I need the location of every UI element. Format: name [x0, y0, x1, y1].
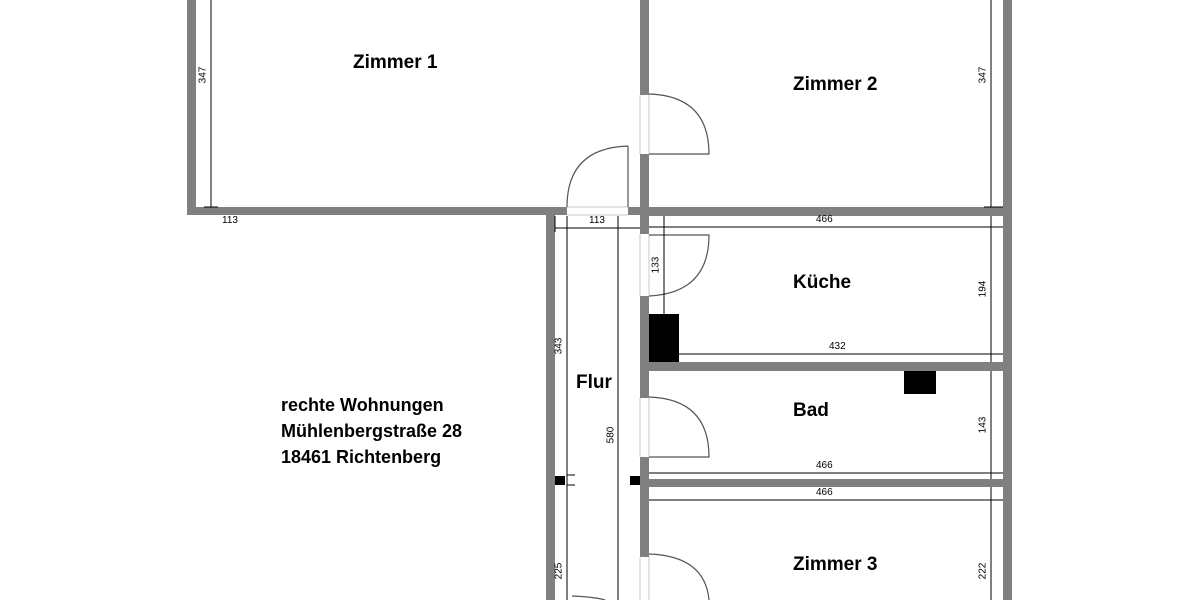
address-line-3: 18461 Richtenberg [281, 447, 442, 467]
flur-marker-left-icon [555, 476, 565, 485]
room-label-zimmer1: Zimmer 1 [353, 52, 438, 73]
door-bad-icon [648, 396, 710, 458]
dim-kueche-width: 466 [816, 214, 833, 225]
door-zimmer3-icon [648, 553, 710, 600]
dim-zimmer3-height: 222 [977, 562, 989, 580]
flur-marker-right-icon [630, 476, 640, 485]
bath-chimney-icon [904, 371, 936, 394]
address-line-1: rechte Wohnungen [281, 395, 444, 415]
dim-flur-length: 580 [605, 426, 617, 444]
dim-zimmer3-width: 466 [816, 487, 833, 498]
dim-flur-lower-height: 225 [553, 562, 565, 580]
door-swings [566, 93, 710, 600]
walls [187, 0, 1012, 600]
door-zimmer1-icon [566, 145, 629, 208]
kitchen-chimney-icon [649, 314, 679, 362]
door-openings [567, 95, 650, 600]
dim-bad-height: 143 [977, 416, 989, 434]
dim-kueche-counter: 432 [829, 341, 846, 352]
room-label-zimmer2: Zimmer 2 [793, 74, 878, 95]
dim-flur-width-113: 113 [222, 215, 238, 226]
room-label-kueche: Küche [793, 272, 852, 293]
room-label-zimmer3: Zimmer 3 [793, 554, 878, 575]
dim-bad-width: 466 [816, 460, 833, 471]
dim-kueche-door-offset: 133 [650, 256, 662, 274]
fixtures [555, 314, 936, 485]
address-line-2: Mühlenbergstraße 28 [281, 421, 463, 441]
dim-zimmer1-height: 347 [197, 66, 209, 84]
room-label-bad: Bad [793, 400, 829, 421]
door-zimmer2-icon [648, 93, 710, 155]
dim-flur-upper-height: 343 [553, 337, 565, 355]
dimension-lines [204, 0, 1003, 600]
dim-kueche-height: 194 [977, 280, 989, 298]
door-kueche-icon [648, 234, 710, 297]
dim-flur-width-113: 113 [589, 215, 605, 226]
dim-zimmer2-height: 347 [977, 66, 989, 84]
address-block: rechte Wohnungen Mühlenbergstraße 28 184… [281, 392, 462, 470]
room-label-flur: Flur [576, 372, 612, 393]
door-flur-icon [571, 595, 606, 600]
